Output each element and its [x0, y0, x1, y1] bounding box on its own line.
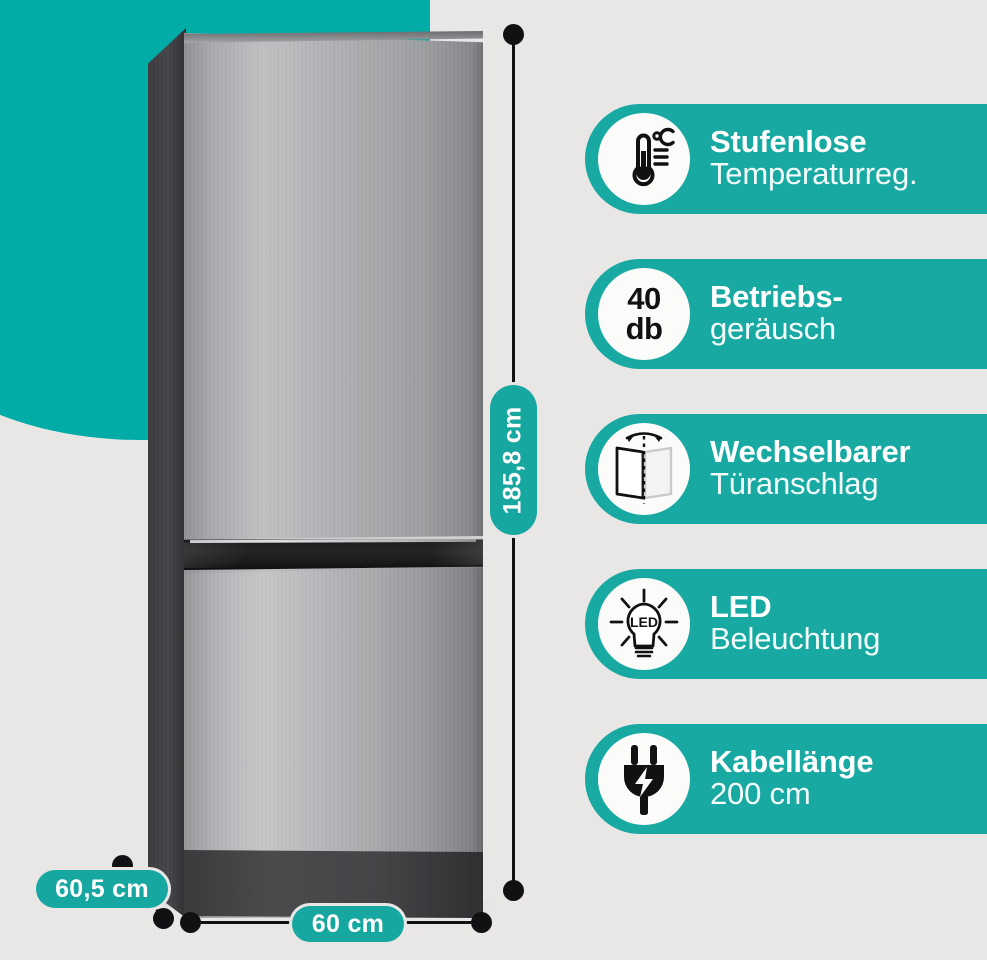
- feature-subtitle: Temperaturreg.: [710, 156, 918, 191]
- depth-dimension-dot-bottom: [153, 908, 174, 929]
- fridge-front-body: [184, 32, 483, 918]
- led-bulb-icon: LED: [598, 578, 690, 670]
- feature-badge-led: LED LED Beleuchtung: [585, 569, 987, 679]
- feature-text: Kabellänge 200 cm: [710, 744, 874, 811]
- height-label: 185,8 cm: [490, 385, 537, 535]
- feature-subtitle: Beleuchtung: [710, 621, 881, 656]
- feature-subtitle: 200 cm: [710, 776, 811, 811]
- feature-badge-noise: 40 db Betriebs- geräusch: [585, 259, 987, 369]
- depth-label: 60,5 cm: [36, 870, 168, 908]
- height-dimension-dot-bottom: [503, 880, 524, 901]
- feature-badge-list: Stufenlose Temperaturreg. 40 db Betriebs…: [585, 104, 987, 834]
- height-dimension-dot-top: [503, 24, 524, 45]
- feature-text: Betriebs- geräusch: [710, 281, 843, 346]
- width-dimension-dot-left: [180, 912, 201, 933]
- feature-title: Stufenlose: [710, 124, 867, 160]
- feature-title: Wechselbarer: [710, 434, 911, 470]
- thermometer-icon: [598, 113, 690, 205]
- brushed-texture: [148, 28, 186, 918]
- width-label: 60 cm: [292, 906, 404, 942]
- noise-level-value: 40 db: [625, 280, 663, 346]
- noise-level-unit: db: [625, 311, 663, 346]
- feature-badge-reversible-door: Wechselbarer Türanschlag: [585, 414, 987, 524]
- fridge-freezer-image: [148, 28, 483, 918]
- feature-title: Kabellänge: [710, 744, 874, 780]
- brushed-texture: [184, 32, 483, 918]
- feature-text: Stufenlose Temperaturreg.: [710, 124, 918, 191]
- height-label-text: 185,8 cm: [499, 405, 528, 515]
- door-handle-chrome-edge: [190, 539, 476, 543]
- reversible-door-icon: [598, 423, 690, 515]
- feature-text: Wechselbarer Türanschlag: [710, 434, 911, 501]
- feature-badge-temperature: Stufenlose Temperaturreg.: [585, 104, 987, 214]
- door-handle-highlight: [184, 540, 483, 568]
- noise-level-icon: 40 db: [598, 268, 690, 360]
- feature-badge-cable-length: Kabellänge 200 cm: [585, 724, 987, 834]
- feature-subtitle: Türanschlag: [710, 466, 879, 501]
- fridge-side-panel: [148, 28, 186, 918]
- freezer-door: [184, 568, 483, 856]
- feature-title: Betriebs-: [710, 279, 843, 315]
- noise-level-number: 40: [627, 280, 661, 316]
- feature-subtitle: geräusch: [710, 311, 836, 346]
- svg-text:LED: LED: [630, 614, 658, 630]
- feature-title: LED: [710, 589, 772, 625]
- feature-text: LED Beleuchtung: [710, 591, 880, 656]
- power-plug-icon: [598, 733, 690, 825]
- width-dimension-dot-right: [471, 912, 492, 933]
